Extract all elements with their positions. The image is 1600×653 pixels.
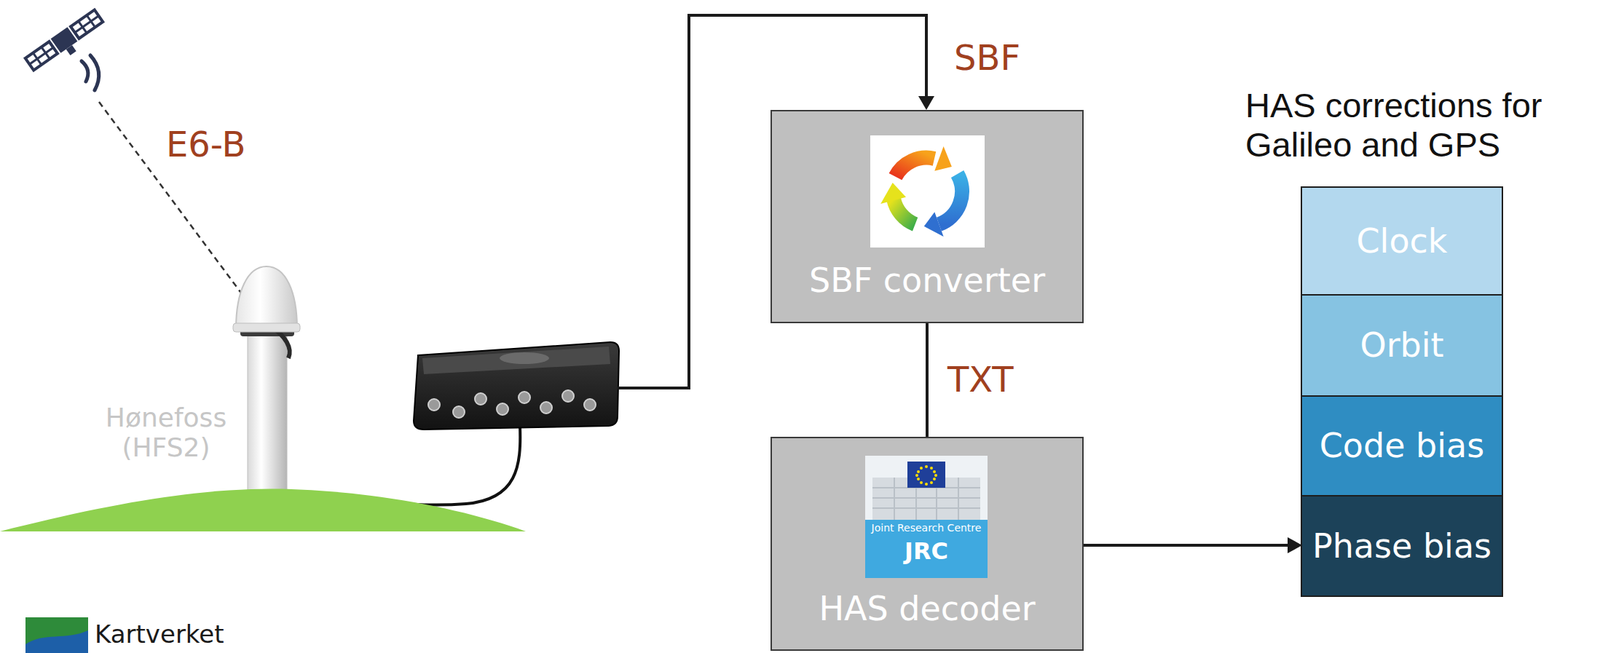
node-label: Code bias <box>1313 426 1491 466</box>
signal-name: E6-B <box>166 124 246 165</box>
correction-layer: Code bias <box>1302 395 1502 496</box>
ground <box>0 489 526 532</box>
station-name: Hønefoss (HFS2) <box>89 402 243 464</box>
connector <box>1083 544 1290 547</box>
correction-layer: Phase bias <box>1302 495 1502 596</box>
arrow-head <box>1287 537 1303 554</box>
signal-waves <box>81 55 100 91</box>
process-box: SBF converter <box>770 109 1084 324</box>
logo-text: Kartverket <box>94 620 225 649</box>
group-heading: HAS corrections for Galileo and GPS <box>1245 85 1597 165</box>
antenna <box>233 266 301 503</box>
format-label: SBF <box>954 37 1021 78</box>
correction-layer: Orbit <box>1302 294 1502 396</box>
node-label: Orbit <box>1353 326 1450 365</box>
node-label: HAS decoder <box>776 589 1078 629</box>
arrow-head <box>918 96 935 110</box>
kartverket-logo <box>25 617 89 653</box>
converter-icon <box>870 135 985 248</box>
node-label: Clock <box>1350 222 1454 261</box>
corrections-stack: HAS corrections for Galileo and GPSClock… <box>1300 186 1504 598</box>
node-label: SBF converter <box>776 261 1078 301</box>
node-label: Phase bias <box>1306 527 1498 566</box>
satellite-icon <box>24 8 109 78</box>
connector <box>925 323 929 437</box>
gnss-receiver <box>413 342 620 430</box>
correction-layer: Clock <box>1302 187 1502 295</box>
logo-text: JRC <box>865 538 988 566</box>
format-label: TXT <box>947 359 1014 400</box>
logo-text: Joint Research Centre <box>865 522 988 534</box>
